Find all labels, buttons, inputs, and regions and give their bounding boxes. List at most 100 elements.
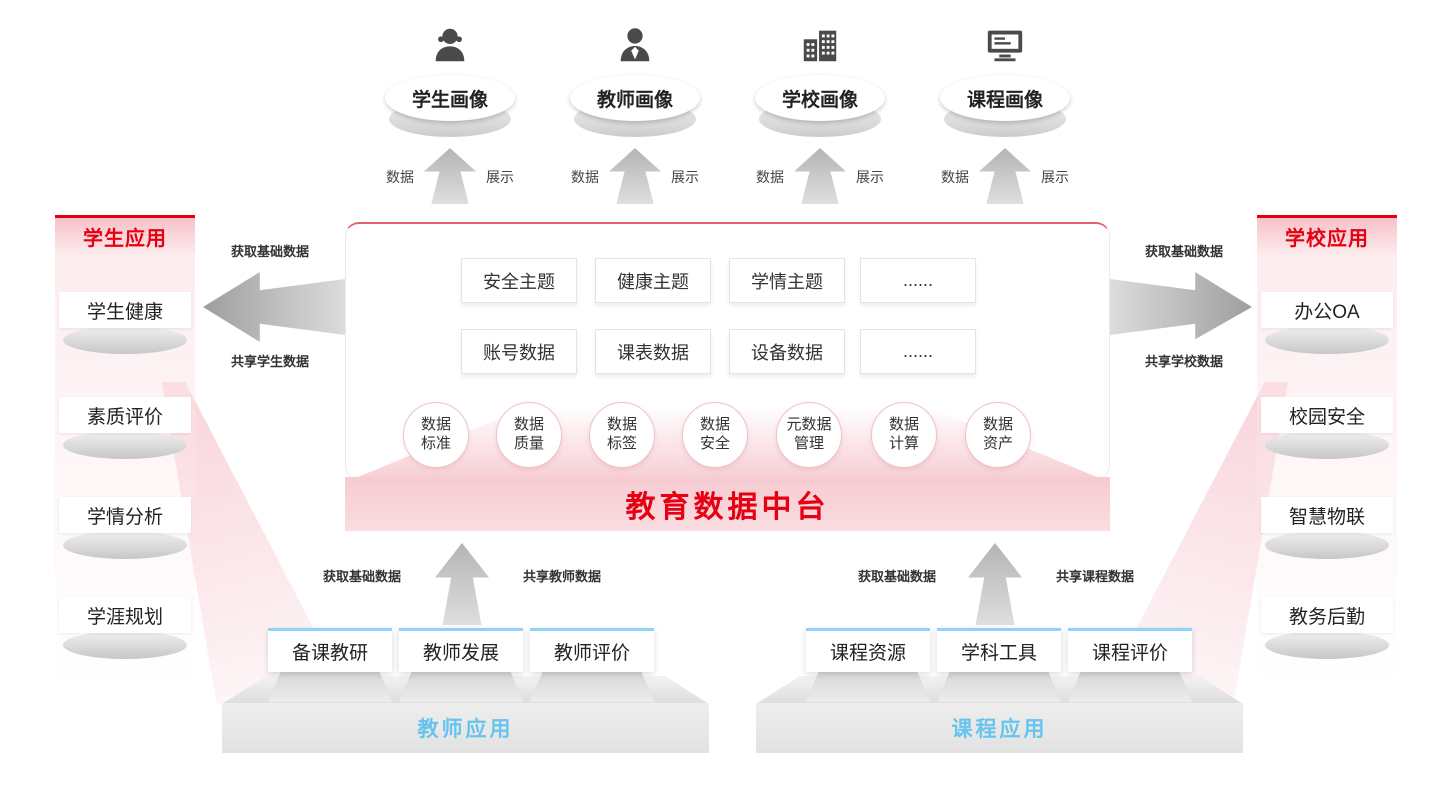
course-arrow-left-label: 获取基础数据 bbox=[857, 569, 936, 584]
circle-line1: 数据 bbox=[982, 416, 1013, 434]
capability-circle-standard: 数据 标准 bbox=[403, 402, 469, 468]
theme-box-security: 安全主题 bbox=[461, 258, 577, 303]
data-label: 数据 bbox=[756, 169, 784, 185]
cylinder-base bbox=[1265, 531, 1389, 559]
up-arrow-icon bbox=[794, 148, 846, 204]
cylinder-base bbox=[1265, 326, 1389, 354]
cylinder-base bbox=[63, 631, 187, 659]
capability-circle-compute: 数据 计算 bbox=[871, 402, 937, 468]
theme-box-learning: 学情主题 bbox=[729, 258, 845, 303]
school-icon bbox=[803, 30, 837, 62]
display-label: 展示 bbox=[486, 169, 514, 185]
school-app-item: 智慧物联 bbox=[1261, 497, 1393, 559]
capability-circle-metadata: 元数据 管理 bbox=[776, 402, 842, 468]
right-arrow-bottom-label: 共享学校数据 bbox=[1144, 354, 1223, 369]
course-platform-title: 课程应用 bbox=[756, 703, 1243, 753]
circle-line2: 管理 bbox=[793, 435, 824, 452]
student-icon bbox=[435, 28, 465, 62]
left-arrow bbox=[203, 272, 345, 342]
cylinder-base bbox=[1265, 631, 1389, 659]
portrait-disc: 学生画像 bbox=[375, 75, 525, 141]
portrait-disc: 学校画像 bbox=[745, 75, 895, 141]
school-app-item: 办公OA bbox=[1261, 292, 1393, 354]
portrait-course: 课程画像 bbox=[930, 24, 1080, 141]
data-box-schedule: 课表数据 bbox=[595, 329, 711, 374]
teacher-arrow-right-label: 共享教师数据 bbox=[522, 569, 601, 584]
flow-teacher-portrait: 数据 展示 bbox=[545, 148, 725, 204]
theme-box-health: 健康主题 bbox=[595, 258, 711, 303]
data-box-device: 设备数据 bbox=[729, 329, 845, 374]
item-label: 学涯规划 bbox=[59, 597, 191, 633]
circle-line2: 资产 bbox=[982, 435, 1013, 452]
box-shadow bbox=[806, 672, 930, 702]
flow-student-portrait: 数据 展示 bbox=[360, 148, 540, 204]
capability-circle-quality: 数据 质量 bbox=[496, 402, 562, 468]
display-label: 展示 bbox=[856, 169, 884, 185]
data-box-more: ...... bbox=[860, 329, 976, 374]
box-shadow bbox=[268, 672, 392, 702]
teacher-app-item: 教师评价 bbox=[530, 628, 654, 672]
circle-line1: 数据 bbox=[513, 416, 544, 434]
circle-line1: 数据 bbox=[420, 416, 451, 434]
flow-course-portrait: 数据 展示 bbox=[915, 148, 1095, 204]
item-label: 校园安全 bbox=[1261, 397, 1393, 433]
student-apps-title: 学生应用 bbox=[55, 215, 195, 255]
data-box-account: 账号数据 bbox=[461, 329, 577, 374]
portrait-label: 学校画像 bbox=[755, 75, 885, 121]
capability-circle-label: 数据 标签 bbox=[589, 402, 655, 468]
course-arrow-right-label: 共享课程数据 bbox=[1055, 569, 1134, 584]
item-label: 学情分析 bbox=[59, 497, 191, 533]
left-arrow-top-label: 获取基础数据 bbox=[230, 244, 309, 259]
student-app-item: 学生健康 bbox=[59, 292, 191, 354]
teacher-icon bbox=[620, 28, 650, 62]
capability-circle-security: 数据 安全 bbox=[682, 402, 748, 468]
circle-line2: 标准 bbox=[420, 435, 451, 452]
box-shadow bbox=[937, 672, 1061, 702]
circle-line2: 质量 bbox=[513, 435, 544, 452]
capability-circle-asset: 数据 资产 bbox=[965, 402, 1031, 468]
data-label: 数据 bbox=[386, 169, 414, 185]
theme-box-more: ...... bbox=[860, 258, 976, 303]
portrait-teacher: 教师画像 bbox=[560, 24, 710, 141]
student-app-item: 素质评价 bbox=[59, 397, 191, 459]
circle-line2: 标签 bbox=[606, 435, 637, 452]
cylinder-base bbox=[1265, 431, 1389, 459]
school-app-item: 教务后勤 bbox=[1261, 597, 1393, 659]
circle-line1: 数据 bbox=[699, 416, 730, 434]
box-shadow bbox=[530, 672, 654, 702]
portrait-label: 教师画像 bbox=[570, 75, 700, 121]
school-app-item: 校园安全 bbox=[1261, 397, 1393, 459]
data-platform-box: 安全主题 健康主题 学情主题 ...... 账号数据 课表数据 设备数据 ...… bbox=[345, 222, 1110, 482]
box-shadow bbox=[399, 672, 523, 702]
portrait-label: 学生画像 bbox=[385, 75, 515, 121]
circle-line1: 数据 bbox=[606, 416, 637, 434]
teacher-app-item: 备课教研 bbox=[268, 628, 392, 672]
portrait-school: 学校画像 bbox=[745, 24, 895, 141]
course-app-item: 课程资源 bbox=[806, 628, 930, 672]
portrait-disc: 课程画像 bbox=[930, 75, 1080, 141]
item-label: 教务后勤 bbox=[1261, 597, 1393, 633]
portrait-label: 课程画像 bbox=[940, 75, 1070, 121]
data-label: 数据 bbox=[941, 169, 969, 185]
course-up-arrow bbox=[968, 543, 1022, 625]
student-app-item: 学涯规划 bbox=[59, 597, 191, 659]
circle-line1: 数据 bbox=[888, 416, 919, 434]
item-label: 素质评价 bbox=[59, 397, 191, 433]
left-arrow-bottom-label: 共享学生数据 bbox=[230, 354, 309, 369]
flow-school-portrait: 数据 展示 bbox=[730, 148, 910, 204]
course-icon bbox=[987, 30, 1023, 62]
cylinder-base bbox=[63, 531, 187, 559]
teacher-app-item: 教师发展 bbox=[399, 628, 523, 672]
platform-banner: 教育数据中台 bbox=[345, 477, 1110, 531]
circle-line1: 元数据 bbox=[786, 416, 832, 434]
box-shadow bbox=[1068, 672, 1192, 702]
up-arrow-icon bbox=[609, 148, 661, 204]
teacher-arrow-left-label: 获取基础数据 bbox=[322, 569, 401, 584]
circle-line2: 安全 bbox=[699, 435, 730, 452]
data-label: 数据 bbox=[571, 169, 599, 185]
right-arrow-top-label: 获取基础数据 bbox=[1144, 244, 1223, 259]
teacher-platform-title: 教师应用 bbox=[222, 703, 709, 753]
course-app-item: 学科工具 bbox=[937, 628, 1061, 672]
cylinder-base bbox=[63, 326, 187, 354]
